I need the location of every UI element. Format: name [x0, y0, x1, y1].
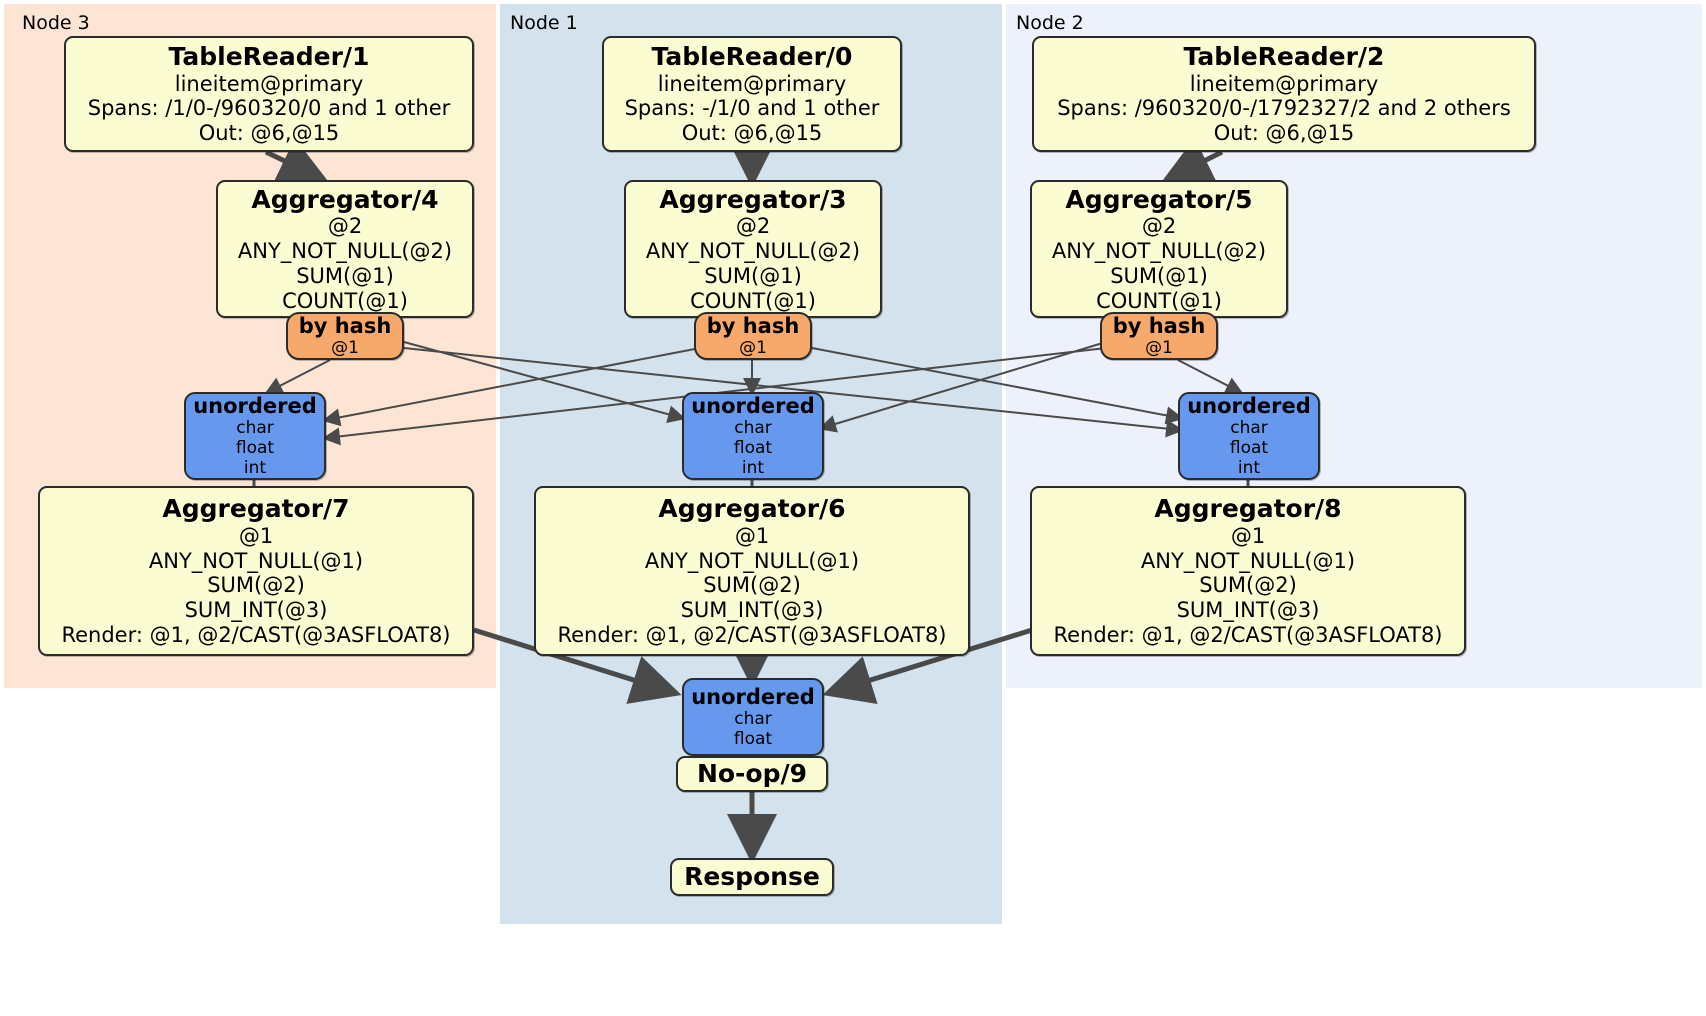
node-detail-line: Spans: /1/0-/960320/0 and 1 other [87, 96, 451, 121]
node-aggregator-8[interactable]: Aggregator/8 @1 ANY_NOT_NULL(@1) SUM(@2)… [1030, 486, 1466, 656]
node-title: TableReader/0 [651, 42, 853, 72]
node-title: TableReader/1 [168, 42, 370, 72]
node-detail-line: SUM_INT(@3) [680, 598, 824, 623]
node-tablereader-1[interactable]: TableReader/1 lineitem@primary Spans: /1… [64, 36, 474, 152]
router-title: by hash [298, 313, 392, 338]
node-detail-line: ANY_NOT_NULL(@2) [1051, 238, 1267, 263]
node-router-by-hash-center[interactable]: by hash @1 [694, 312, 812, 360]
node-title: Aggregator/4 [251, 184, 439, 214]
node-detail-line: lineitem@primary [1189, 71, 1379, 96]
node-detail-line: Render: @1, @2/CAST(@3ASFLOAT8) [61, 622, 451, 647]
node-detail-line: @1 [734, 523, 770, 548]
node-detail-line: @2 [735, 214, 771, 239]
node-synchronizer-unordered-right[interactable]: unordered char float int [1178, 392, 1320, 480]
node-title: TableReader/2 [1183, 42, 1385, 72]
node-detail-line: Render: @1, @2/CAST(@3ASFLOAT8) [557, 622, 947, 647]
node-aggregator-3[interactable]: Aggregator/3 @2 ANY_NOT_NULL(@2) SUM(@1)… [624, 180, 882, 318]
node-router-by-hash-left[interactable]: by hash @1 [286, 312, 404, 360]
node-detail-line: Spans: -/1/0 and 1 other [624, 96, 880, 121]
sync-type-line: char [236, 418, 274, 439]
node-response[interactable]: Response [670, 858, 834, 896]
sync-title: unordered [1187, 393, 1311, 418]
node-detail-line: ANY_NOT_NULL(@2) [645, 238, 861, 263]
sync-type-line: int [243, 458, 267, 479]
node-synchronizer-unordered-left[interactable]: unordered char float int [184, 392, 326, 480]
node-aggregator-5[interactable]: Aggregator/5 @2 ANY_NOT_NULL(@2) SUM(@1)… [1030, 180, 1288, 318]
sync-type-line: char [1230, 418, 1268, 439]
node-title: No-op/9 [696, 759, 808, 789]
node-title: Aggregator/7 [162, 494, 350, 524]
node-detail-line: ANY_NOT_NULL(@1) [148, 548, 364, 573]
node-detail-line: ANY_NOT_NULL(@2) [237, 238, 453, 263]
router-title: by hash [706, 313, 800, 338]
node-detail-line: Render: @1, @2/CAST(@3ASFLOAT8) [1053, 622, 1443, 647]
node-detail-line: SUM(@1) [296, 263, 394, 288]
sync-type-line: float [235, 438, 275, 459]
node-detail-line: SUM_INT(@3) [1176, 598, 1320, 623]
node-tablereader-2[interactable]: TableReader/2 lineitem@primary Spans: /9… [1032, 36, 1536, 152]
sync-title: unordered [193, 393, 317, 418]
sync-type-line: char [734, 709, 772, 730]
node-aggregator-4[interactable]: Aggregator/4 @2 ANY_NOT_NULL(@2) SUM(@1)… [216, 180, 474, 318]
node-detail-line: Out: @6,@15 [1213, 121, 1355, 146]
sync-type-line: char [734, 418, 772, 439]
sync-type-line: float [733, 729, 773, 750]
router-detail-line: @1 [331, 338, 359, 359]
sync-type-line: float [1229, 438, 1269, 459]
node-router-by-hash-right[interactable]: by hash @1 [1100, 312, 1218, 360]
cluster-node2-label: Node 2 [1016, 12, 1084, 34]
node-detail-line: lineitem@primary [657, 71, 847, 96]
node-detail-line: @1 [238, 523, 274, 548]
node-title: Aggregator/5 [1065, 184, 1253, 214]
sync-type-line: int [741, 458, 765, 479]
node-detail-line: @2 [327, 214, 363, 239]
sync-type-line: float [733, 438, 773, 459]
node-detail-line: SUM(@2) [703, 573, 801, 598]
node-detail-line: @1 [1230, 523, 1266, 548]
node-detail-line: lineitem@primary [174, 71, 364, 96]
sync-title: unordered [691, 684, 815, 709]
node-synchronizer-unordered-center[interactable]: unordered char float int [682, 392, 824, 480]
node-detail-line: SUM(@2) [207, 573, 305, 598]
node-tablereader-0[interactable]: TableReader/0 lineitem@primary Spans: -/… [602, 36, 902, 152]
node-detail-line: SUM(@2) [1199, 573, 1297, 598]
node-detail-line: COUNT(@1) [690, 288, 816, 313]
node-aggregator-6[interactable]: Aggregator/6 @1 ANY_NOT_NULL(@1) SUM(@2)… [534, 486, 970, 656]
cluster-node3-label: Node 3 [22, 12, 90, 34]
node-noop-9[interactable]: No-op/9 [676, 756, 828, 792]
node-title: Aggregator/8 [1154, 494, 1342, 524]
node-aggregator-7[interactable]: Aggregator/7 @1 ANY_NOT_NULL(@1) SUM(@2)… [38, 486, 474, 656]
node-detail-line: SUM(@1) [704, 263, 802, 288]
node-detail-line: SUM(@1) [1110, 263, 1208, 288]
sync-type-line: int [1237, 458, 1261, 479]
node-title: Aggregator/6 [658, 494, 846, 524]
cluster-node1-label: Node 1 [510, 12, 578, 34]
node-detail-line: COUNT(@1) [282, 288, 408, 313]
node-detail-line: COUNT(@1) [1096, 288, 1222, 313]
router-title: by hash [1112, 313, 1206, 338]
node-detail-line: ANY_NOT_NULL(@1) [1140, 548, 1356, 573]
node-detail-line: ANY_NOT_NULL(@1) [644, 548, 860, 573]
router-detail-line: @1 [739, 338, 767, 359]
sync-title: unordered [691, 393, 815, 418]
node-title: Aggregator/3 [659, 184, 847, 214]
node-detail-line: Spans: /960320/0-/1792327/2 and 2 others [1057, 96, 1511, 121]
node-title: Response [684, 862, 820, 892]
router-detail-line: @1 [1145, 338, 1173, 359]
node-synchronizer-unordered-final[interactable]: unordered char float [682, 678, 824, 756]
node-detail-line: @2 [1141, 214, 1177, 239]
node-detail-line: Out: @6,@15 [681, 121, 823, 146]
node-detail-line: Out: @6,@15 [198, 121, 340, 146]
node-detail-line: SUM_INT(@3) [184, 598, 328, 623]
